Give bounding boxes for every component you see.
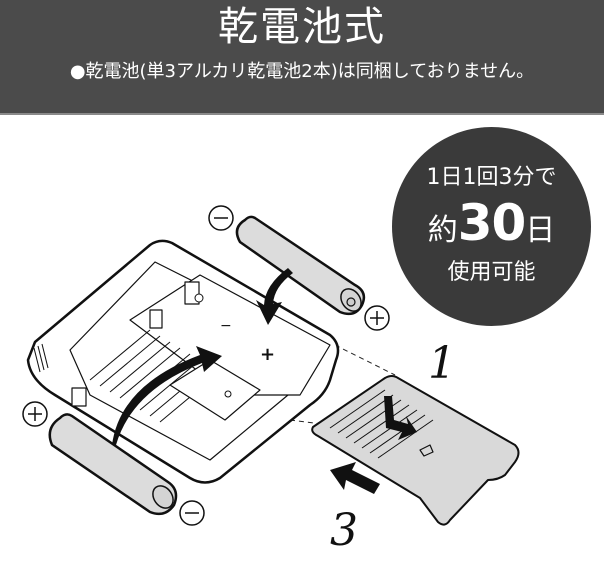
battery-not-included-note: ●乾電池(単3アルカリ乾電池2本)は同梱しておりません。: [69, 61, 535, 82]
battery-bottom: [48, 413, 178, 516]
header-banner: 乾電池式 ●乾電池(単3アルカリ乾電池2本)は同梱しておりません。: [0, 0, 604, 115]
usage-duration-badge: 1日1回3分で 約30日 使用可能: [392, 127, 591, 326]
page-title: 乾電池式: [218, 4, 386, 50]
guide-lines: [289, 344, 396, 426]
cover-latch-icon: [419, 444, 434, 457]
arrow-insert-bottom-battery: [112, 346, 222, 445]
polarity-plus-bottom: [22, 401, 48, 427]
battery-top: [235, 215, 366, 316]
badge-days-suffix: 日: [525, 213, 556, 248]
badge-usable-label: 使用可能: [447, 260, 536, 285]
step-number-1: 1: [428, 338, 456, 389]
step-number-3: 3: [330, 505, 358, 556]
arrow-slide-cover-down: [384, 396, 417, 440]
compartment-minus-mark: −: [220, 318, 232, 334]
badge-duration: 約30日: [392, 195, 591, 259]
badge-usage-condition: 1日1回3分で: [426, 165, 557, 190]
polarity-minus-bottom: [179, 500, 205, 526]
compartment-plus-mark: +: [260, 344, 275, 365]
arrow-push-cover-in: [330, 462, 380, 494]
battery-cover: [311, 375, 520, 526]
badge-approx-prefix: 約: [427, 213, 458, 248]
polarity-plus-top: [364, 305, 390, 331]
arrow-insert-top-battery: [256, 268, 293, 325]
polarity-minus-top: [208, 205, 234, 231]
badge-days-number: 30: [457, 194, 527, 252]
battery-installation-diagram: − +: [22, 205, 520, 526]
